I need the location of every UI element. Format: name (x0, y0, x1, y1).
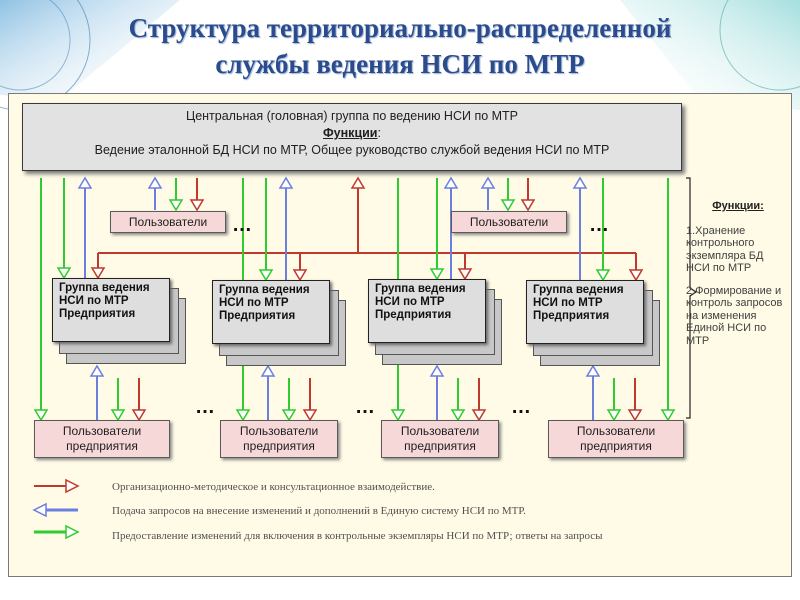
arrow-down-icon (258, 269, 274, 282)
enterprise-group-stack-2: Группа ведения НСИ по МТР Предприятия (212, 280, 346, 366)
arrow-down-icon (131, 409, 147, 422)
arrow-down-icon (56, 267, 72, 280)
ellipsis-top-2: … (589, 214, 610, 236)
arrow-down-icon (189, 199, 205, 212)
enterprise-group-box: Группа ведения НСИ по МТР Предприятия (368, 279, 486, 343)
enterprise-users-box-4: Пользователи предприятия (548, 420, 684, 458)
side-function-item-2: 2.Формирование и контроль запросов на из… (686, 284, 783, 347)
side-function-item-1: 1.Хранение контрольного экземпляра БД НС… (686, 224, 764, 275)
arrow-up-icon (443, 176, 459, 189)
ellipsis-bottom-1: … (195, 396, 216, 418)
arrow-down-icon (520, 199, 536, 212)
arrow-up-icon (89, 364, 105, 377)
legend-text-green: Предоставление изменений для включения в… (112, 530, 603, 542)
arrow-up-icon (260, 364, 276, 377)
arrow-down-icon (292, 269, 308, 282)
arrow-up-icon (429, 364, 445, 377)
arrow-up-icon (147, 176, 163, 189)
enterprise-group-box: Группа ведения НСИ по МТР Предприятия (212, 280, 330, 344)
arrow-up-icon (572, 176, 588, 189)
enterprise-group-stack-3: Группа ведения НСИ по МТР Предприятия (368, 279, 502, 365)
central-group-name: Центральная (головная) группа по ведению… (185, 109, 519, 123)
arrow-down-icon (110, 409, 126, 422)
arrow-down-icon (500, 199, 516, 212)
side-functions: Функции: 1.Хранение контрольного экземпл… (686, 200, 790, 357)
central-group-box: Центральная (головная) группа по ведению… (22, 103, 682, 171)
arrow-down-icon (457, 268, 473, 281)
arrow-down-icon (281, 409, 297, 422)
arrow-down-icon (627, 409, 643, 422)
enterprise-users-box-2: Пользователи предприятия (220, 420, 338, 458)
arrow-up-icon (350, 176, 366, 189)
arrow-up-icon (585, 364, 601, 377)
enterprise-group-box: Группа ведения НСИ по МТР Предприятия (52, 278, 170, 342)
arrow-down-icon (450, 409, 466, 422)
arrow-down-icon (606, 409, 622, 422)
arrow-down-icon (33, 409, 49, 422)
arrow-up-icon (278, 176, 294, 189)
enterprise-users-box-1: Пользователи предприятия (34, 420, 170, 458)
enterprise-group-stack-4: Группа ведения НСИ по МТР Предприятия (526, 280, 660, 366)
arrow-down-icon (302, 409, 318, 422)
arrow-down-icon (595, 269, 611, 282)
central-functions-text: Ведение эталонной БД НСИ по МТР, Общее р… (94, 143, 610, 157)
enterprise-users-box-3: Пользователи предприятия (381, 420, 499, 458)
enterprise-group-box: Группа ведения НСИ по МТР Предприятия (526, 280, 644, 344)
arrow-down-icon (471, 409, 487, 422)
legend-text-blue: Подача запросов на внесение изменений и … (112, 505, 526, 517)
central-functions-colon: : (377, 126, 381, 140)
arrow-up-icon (480, 176, 496, 189)
title-line-1: Структура территориально-распределенной (128, 13, 672, 43)
arrow-down-icon (235, 409, 251, 422)
side-functions-heading: Функции: (712, 200, 764, 212)
ellipsis-bottom-2: … (355, 396, 376, 418)
arrow-down-icon (390, 409, 406, 422)
ellipsis-top-1: … (232, 214, 253, 236)
arrow-down-icon (660, 409, 676, 422)
central-functions-label: Функции (323, 126, 378, 140)
enterprise-group-stack-1: Группа ведения НСИ по МТР Предприятия (52, 278, 186, 364)
legend-text-red: Организационно-методическое и консультац… (112, 481, 435, 493)
arrow-down-icon (628, 269, 644, 282)
arrow-down-icon (429, 268, 445, 281)
users-box-top-right: Пользователи (451, 211, 567, 233)
users-box-top-left: Пользователи (110, 211, 226, 233)
arrow-up-icon (77, 176, 93, 189)
arrow-down-icon (168, 199, 184, 212)
ellipsis-bottom-3: … (511, 396, 532, 418)
title-line-2: службы ведения НСИ по МТР (215, 49, 585, 79)
page-title: Структура территориально-распределенной … (40, 10, 760, 82)
arrow-down-icon (90, 267, 106, 280)
